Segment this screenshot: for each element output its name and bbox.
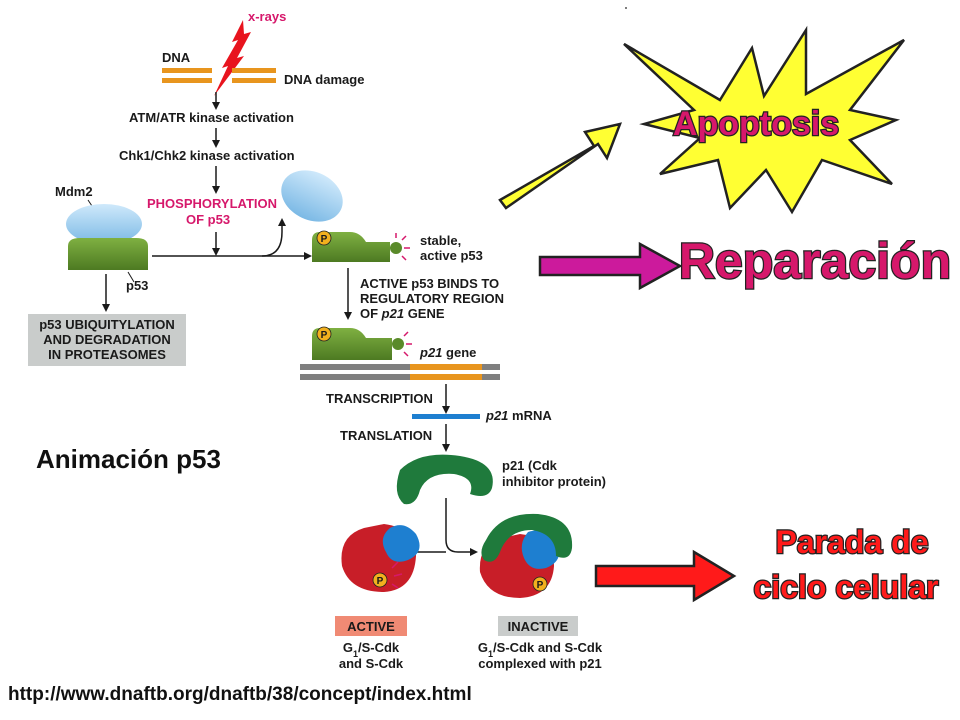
active-p53-protein: P <box>312 230 410 262</box>
x-ray-lightning-icon <box>214 20 251 96</box>
ubiq-label-3: IN PROTEASOMES <box>48 347 166 362</box>
translation-label: TRANSLATION <box>340 428 432 443</box>
active-cdk-complex: P <box>341 524 420 592</box>
apoptosis-label: Apoptosis <box>673 105 839 143</box>
p21-cdk-label-1: p21 (Cdk <box>502 458 558 473</box>
ubiquitylation-box <box>28 314 186 366</box>
apoptosis-star <box>623 25 905 215</box>
inactive-desc-1: G1/S-Cdk and S-Cdk <box>478 640 603 659</box>
p21-mrna-label: p21 mRNA <box>485 408 552 423</box>
active-label: ACTIVE <box>347 619 395 634</box>
ubiq-label-2: AND DEGRADATION <box>43 332 171 347</box>
p21-cdk-label-2: inhibitor protein) <box>502 474 606 489</box>
active-badge <box>335 616 407 636</box>
stray-dot <box>625 7 627 9</box>
dna-damage-label: DNA damage <box>284 72 364 87</box>
parada-label-1: Parada de <box>776 524 929 560</box>
parada-label-2: ciclo celular <box>754 569 939 605</box>
p21-gene-label: p21 gene <box>419 345 476 360</box>
atm-atr-label: ATM/ATR kinase activation <box>129 110 294 125</box>
dna-label: DNA <box>162 50 191 65</box>
phosphorylation-label-1: PHOSPHORYLATION <box>147 196 277 211</box>
p53-bound-to-gene: P <box>312 326 412 360</box>
inactive-badge <box>498 616 578 636</box>
p53-label: p53 <box>126 278 148 293</box>
arrow-to-inactive <box>445 539 478 556</box>
xrays-label: x-rays <box>248 9 286 24</box>
p21-gene-dna <box>300 364 500 380</box>
ubiq-label-1: p53 UBIQUITYLATION <box>39 317 175 332</box>
parada-arrow <box>594 549 737 603</box>
animation-link[interactable]: Animación p53 <box>36 444 221 474</box>
transcription-label: TRANSCRIPTION <box>326 391 433 406</box>
dna-strand <box>162 68 276 83</box>
released-mdm2-protein <box>281 170 343 222</box>
binds-label-3: OF p21 GENE <box>360 306 445 321</box>
phospho-p-label-3: P <box>377 576 384 587</box>
mdm2-protein <box>66 204 142 244</box>
chk-label: Chk1/Chk2 kinase activation <box>119 148 295 163</box>
p21-protein <box>396 454 493 505</box>
arrow-mdm2-release <box>261 218 286 257</box>
p53-protein-left <box>68 238 148 270</box>
active-desc-2: and S-Cdk <box>339 656 404 671</box>
source-url-link[interactable]: http://www.dnaftb.org/dnaftb/38/concept/… <box>8 684 472 705</box>
mdm2-label: Mdm2 <box>55 184 93 199</box>
p53-pointer <box>127 271 135 283</box>
apoptosis-arrow <box>498 122 623 210</box>
phospho-p-label-2: P <box>321 330 328 341</box>
stable-label-1: stable, <box>420 233 461 248</box>
phospho-p-label-4: P <box>537 580 544 591</box>
p21-mrna <box>412 414 480 419</box>
phosphorylation-label-2: OF p53 <box>186 212 230 227</box>
stable-label-2: active p53 <box>420 248 483 263</box>
phospho-p-label-1: P <box>321 234 328 245</box>
inactive-desc-2: complexed with p21 <box>478 656 602 671</box>
inactive-label: INACTIVE <box>508 619 569 634</box>
active-desc-1: G1/S-Cdk <box>343 640 400 659</box>
binds-label-1: ACTIVE p53 BINDS TO <box>360 276 499 291</box>
inactive-cdk-complex: P <box>479 513 573 598</box>
reparacion-label: Reparación <box>679 233 951 289</box>
binds-label-2: REGULATORY REGION <box>360 291 504 306</box>
reparacion-arrow <box>538 241 683 291</box>
